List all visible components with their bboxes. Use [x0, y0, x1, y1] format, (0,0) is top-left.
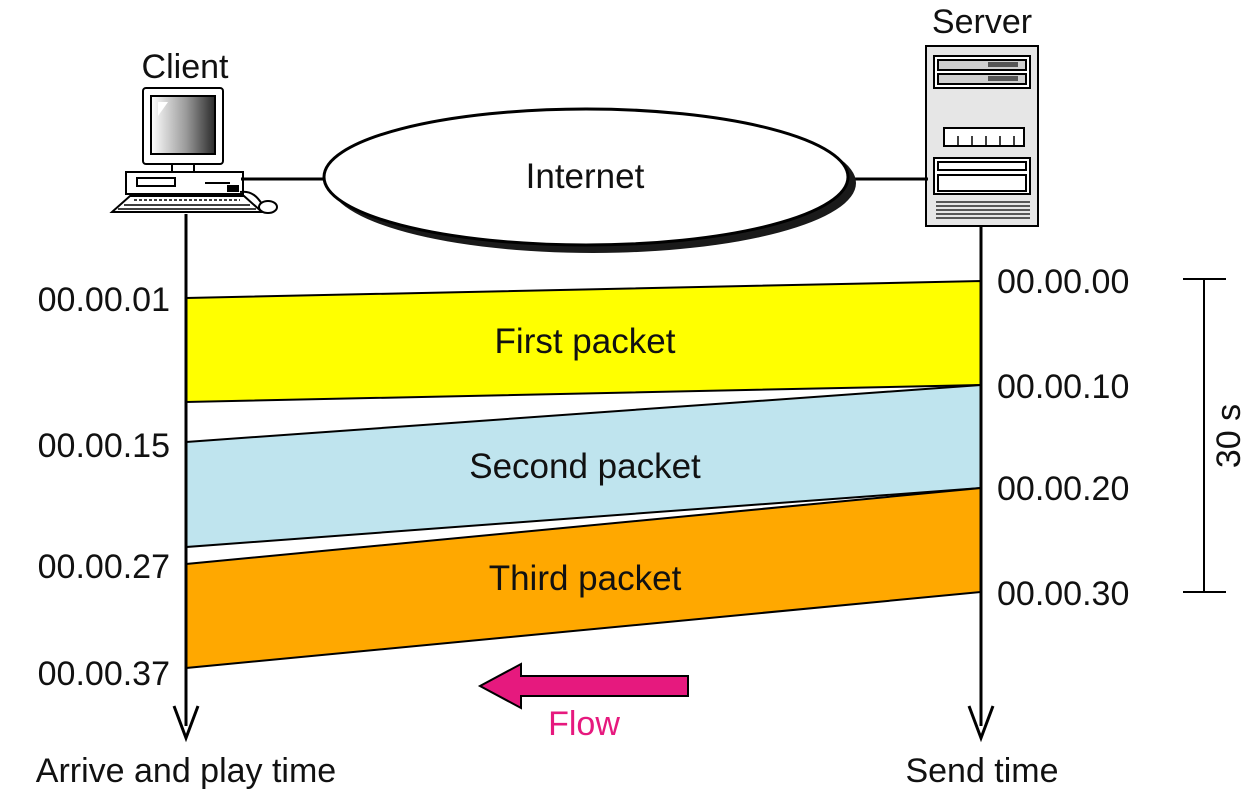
duration-bracket: [1183, 278, 1226, 593]
server-timeline: [967, 226, 995, 743]
internet-label: Internet: [526, 157, 645, 196]
packet-third: Third packet: [185, 486, 982, 670]
server-time: 00.00.10: [997, 368, 1129, 406]
server-time: 00.00.30: [997, 575, 1129, 613]
packet-label: First packet: [495, 322, 676, 361]
client-time: 00.00.01: [38, 281, 170, 319]
arrow-down-icon: [967, 705, 995, 743]
desktop-computer-icon: [109, 87, 278, 214]
packet-label: Second packet: [469, 447, 701, 486]
arrow-left-icon: [477, 662, 689, 710]
client-title: Client: [142, 48, 229, 86]
server-tower-icon: [925, 45, 1039, 227]
flow-label: Flow: [548, 705, 620, 743]
server-time-labels: 00.00.00 00.00.10 00.00.20 00.00.30: [997, 263, 1129, 613]
server-time: 00.00.00: [997, 263, 1129, 301]
packet-label: Third packet: [489, 559, 682, 598]
duration-label: 30 s: [1210, 404, 1248, 468]
server-axis-caption: Send time: [905, 752, 1058, 790]
arrow-down-icon: [172, 705, 200, 743]
internet-cloud: Internet: [241, 107, 928, 253]
client-time: 00.00.27: [38, 548, 170, 586]
client-timeline: [172, 214, 200, 743]
server-time: 00.00.20: [997, 470, 1129, 508]
client-time: 00.00.37: [38, 655, 170, 693]
packet-first: First packet: [185, 279, 982, 404]
server-title: Server: [932, 3, 1032, 41]
client-axis-caption: Arrive and play time: [36, 752, 336, 790]
client-time: 00.00.15: [38, 427, 170, 465]
cloud-shape: [322, 107, 850, 247]
client-time-labels: 00.00.01 00.00.15 00.00.27 00.00.37: [38, 281, 170, 693]
flow-indicator: Flow: [477, 662, 689, 743]
